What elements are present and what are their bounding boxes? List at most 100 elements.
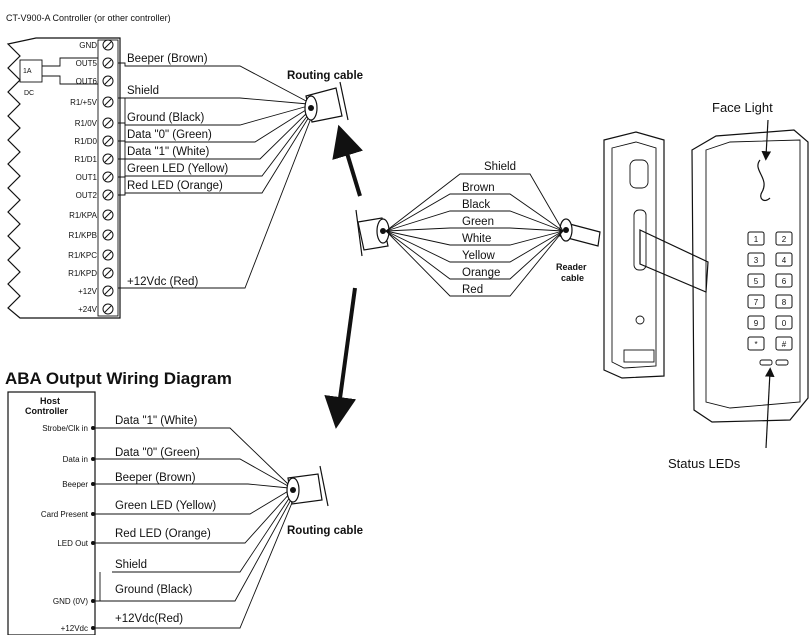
keypad-key	[747, 315, 765, 330]
routing-cable-bottom-core	[290, 487, 296, 493]
wire-beeper	[118, 62, 309, 103]
color-wire	[385, 193, 564, 232]
middle-shield-label: Shield	[484, 161, 516, 173]
status-leds-pointer	[764, 367, 775, 449]
terminal-screw-slot	[104, 305, 112, 313]
aba-title: ABA Output Wiring Diagram	[5, 369, 232, 388]
aba-wire-ground	[95, 495, 294, 602]
aba-wires	[95, 427, 295, 629]
aba-terminal-dot	[91, 426, 95, 430]
terminal-label: R1/KPB	[69, 231, 97, 240]
wire-data1	[118, 109, 311, 160]
reader-front-inner	[705, 139, 801, 409]
reader-mount-arm	[639, 229, 709, 293]
aba-wire-label-data0: Data "0" (Green)	[115, 447, 200, 459]
keypad-key	[747, 273, 765, 288]
keypad-key	[747, 294, 765, 309]
aba-wire-red-led	[95, 491, 292, 544]
terminal-screw-slot	[104, 191, 112, 199]
aba-terminal-label: GND (0V)	[53, 597, 88, 606]
aba-terminal-label: +12Vdc	[61, 624, 88, 633]
middle-cable-section: Reader cable Shield BrownBlackGreenWhite…	[355, 161, 601, 297]
wire-label-beeper: Beeper (Brown)	[127, 53, 208, 65]
terminal-screw-slot	[104, 155, 112, 163]
shield-wire	[385, 173, 564, 232]
wire-12v	[118, 112, 314, 289]
terminal-label: R1/D0	[74, 137, 97, 146]
aba-terminal-dot	[91, 512, 95, 516]
wire-label-red-led: Red LED (Orange)	[127, 180, 223, 192]
wire-shield	[118, 97, 309, 105]
terminal-label: R1/KPA	[69, 211, 98, 220]
keypad-key-label: 5	[754, 277, 759, 286]
aba-terminal-label: LED Out	[57, 539, 88, 548]
reader-front-body	[691, 129, 809, 423]
relay-small-label: 1A	[23, 68, 32, 75]
keypad-key-label: 0	[782, 319, 787, 328]
reader-back-plate-inner	[611, 141, 657, 369]
keypad-key	[747, 231, 765, 246]
terminal-screw-slot	[104, 231, 112, 239]
middle-wires	[385, 173, 564, 297]
routing-cable-bottom-cut	[319, 465, 329, 507]
aba-wire-label-red-led: Red LED (Orange)	[115, 528, 211, 540]
routing-cable-bottom-label: Routing cable	[287, 525, 363, 537]
reader-back-slot-top	[629, 159, 649, 189]
reader-cable-label-1: Reader	[556, 262, 587, 272]
host-controller-box	[7, 391, 96, 635]
aba-wire-beeper	[95, 483, 290, 489]
keypad-key	[747, 252, 765, 267]
terminal-label: OUT1	[76, 173, 98, 182]
aba-terminal-dot	[91, 626, 95, 630]
face-light-pointer	[761, 119, 772, 161]
relay-wire-2	[42, 75, 98, 85]
color-wire	[385, 227, 564, 232]
color-wire	[385, 210, 564, 232]
terminal-screw-slot	[104, 137, 112, 145]
terminal-label: OUT6	[76, 77, 98, 86]
keypad-key	[775, 252, 793, 267]
wire-label-data0: Data "0" (Green)	[127, 129, 212, 141]
face-light-label: Face Light	[712, 100, 773, 115]
reader-cable-label-2: cable	[561, 273, 584, 283]
reader-back-screw	[635, 315, 645, 325]
keypad-key-label: 3	[754, 256, 759, 265]
terminal-label: +24V	[78, 305, 98, 314]
aba-terminal-dot	[91, 482, 95, 486]
terminal-screw-slot	[104, 251, 112, 259]
keypad-key	[747, 336, 765, 351]
reader-back-plate	[603, 131, 665, 379]
terminal-label: GND	[79, 41, 97, 50]
terminal-screw-slot	[104, 211, 112, 219]
middle-cable-left-body	[357, 217, 389, 251]
aba-terminal-label: Data in	[63, 455, 88, 464]
routing-cable-top: Routing cable	[287, 70, 363, 123]
terminal-screw-slot	[104, 269, 112, 277]
keypad-key-label: #	[782, 340, 787, 349]
arrow-up	[332, 124, 363, 197]
terminal-label: R1/0V	[75, 119, 98, 128]
aba-section: ABA Output Wiring Diagram Host Controlle…	[5, 369, 363, 635]
aba-terminal-dot	[91, 599, 95, 603]
controller-caption: CT-V900-A Controller (or other controlle…	[6, 13, 171, 23]
aba-wire-green-led	[95, 489, 291, 515]
status-led-left	[759, 359, 773, 366]
terminal-screw-slot	[104, 41, 112, 49]
color-wire	[385, 230, 564, 246]
color-label: Green	[462, 216, 494, 228]
wire-label-green-led: Green LED (Yellow)	[127, 163, 228, 175]
aba-terminal-label: Card Present	[41, 510, 89, 519]
terminal-label: OUT2	[76, 191, 98, 200]
controller-a-terminals: GNDOUT5OUT6R1/+5VR1/0VR1/D0R1/D1OUT1OUT2…	[68, 39, 114, 315]
keypad-key-label: 6	[782, 277, 787, 286]
aba-wire-label-group: Data "1" (White) Data "0" (Green) Beeper…	[115, 415, 216, 625]
wire-label-12v: +12Vdc (Red)	[127, 276, 198, 288]
aba-wire-label-green-led: Green LED (Yellow)	[115, 500, 216, 512]
color-label: White	[462, 233, 491, 245]
relay-wire-1	[42, 57, 98, 67]
terminal-label: R1/KPD	[68, 269, 97, 278]
terminal-label: OUT5	[76, 59, 98, 68]
color-wire	[385, 230, 564, 280]
keypad-key	[775, 273, 793, 288]
